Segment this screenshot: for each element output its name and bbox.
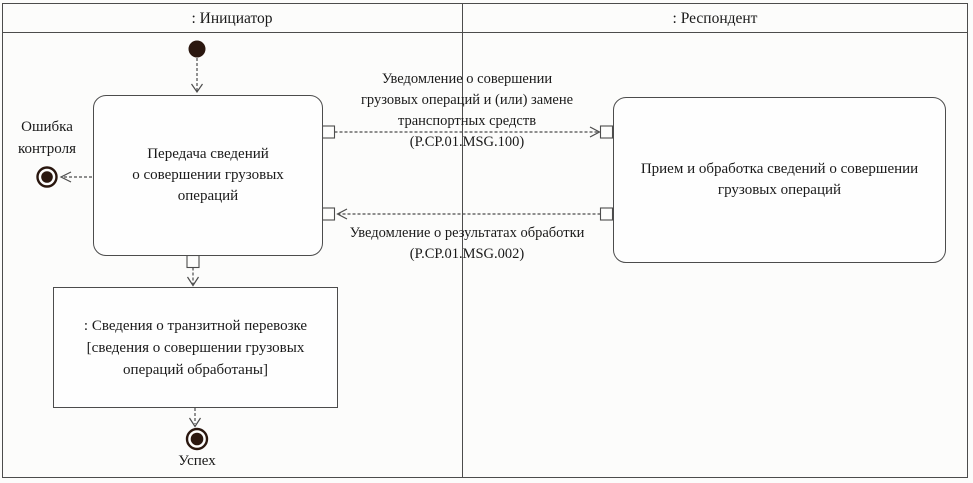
diagram-frame <box>2 3 968 478</box>
label-line: Уведомление о совершении <box>381 71 553 87</box>
label-line: грузовых операций и (или) замене <box>360 92 574 108</box>
activity-receive-process-info: Прием и обработка сведений о совершении … <box>613 97 946 263</box>
label-line: Уведомление о результатах обработки <box>349 225 585 241</box>
object-transit-label: : Сведения о транзитной перевозке [сведе… <box>84 315 307 381</box>
lane-header-initiator: : Инициатор <box>191 10 273 27</box>
lane-divider <box>462 3 463 477</box>
label-line: транспортных средств <box>397 113 537 129</box>
label-line: Ошибка <box>21 119 73 135</box>
label-line: [сведения о совершении грузовых <box>86 339 305 356</box>
label-line: операций <box>177 188 239 204</box>
message-label-msg002: Уведомление о результатах обработки (P.C… <box>317 223 617 265</box>
success-final-label: Успех <box>178 453 216 469</box>
activity-receive-label: Прием и обработка сведений о совершении … <box>641 159 918 201</box>
object-transit-shipment-info: : Сведения о транзитной перевозке [сведе… <box>53 287 338 408</box>
label-line: : Сведения о транзитной перевозке <box>83 317 308 334</box>
label-line: (P.CP.01.MSG.100) <box>409 134 525 150</box>
label-line: операций обработаны] <box>123 361 268 378</box>
label-line: (P.CP.01.MSG.002) <box>409 246 525 262</box>
label-line: Прием и обработка сведений о совершении <box>640 161 919 177</box>
lane-header-separator <box>2 32 968 33</box>
message-label-msg100: Уведомление о совершении грузовых операц… <box>342 69 592 153</box>
label-line: о совершении грузовых <box>132 167 284 183</box>
activity-transfer-label: Передача сведений о совершении грузовых … <box>132 144 284 207</box>
label-line: контроля <box>18 141 76 157</box>
activity-transfer-cargo-info: Передача сведений о совершении грузовых … <box>93 95 323 256</box>
lane-header-respondent: : Респондент <box>672 10 758 27</box>
label-line: грузовых операций <box>717 182 842 198</box>
label-line: Передача сведений <box>147 146 269 162</box>
error-final-label: Ошибка контроля <box>2 116 92 160</box>
